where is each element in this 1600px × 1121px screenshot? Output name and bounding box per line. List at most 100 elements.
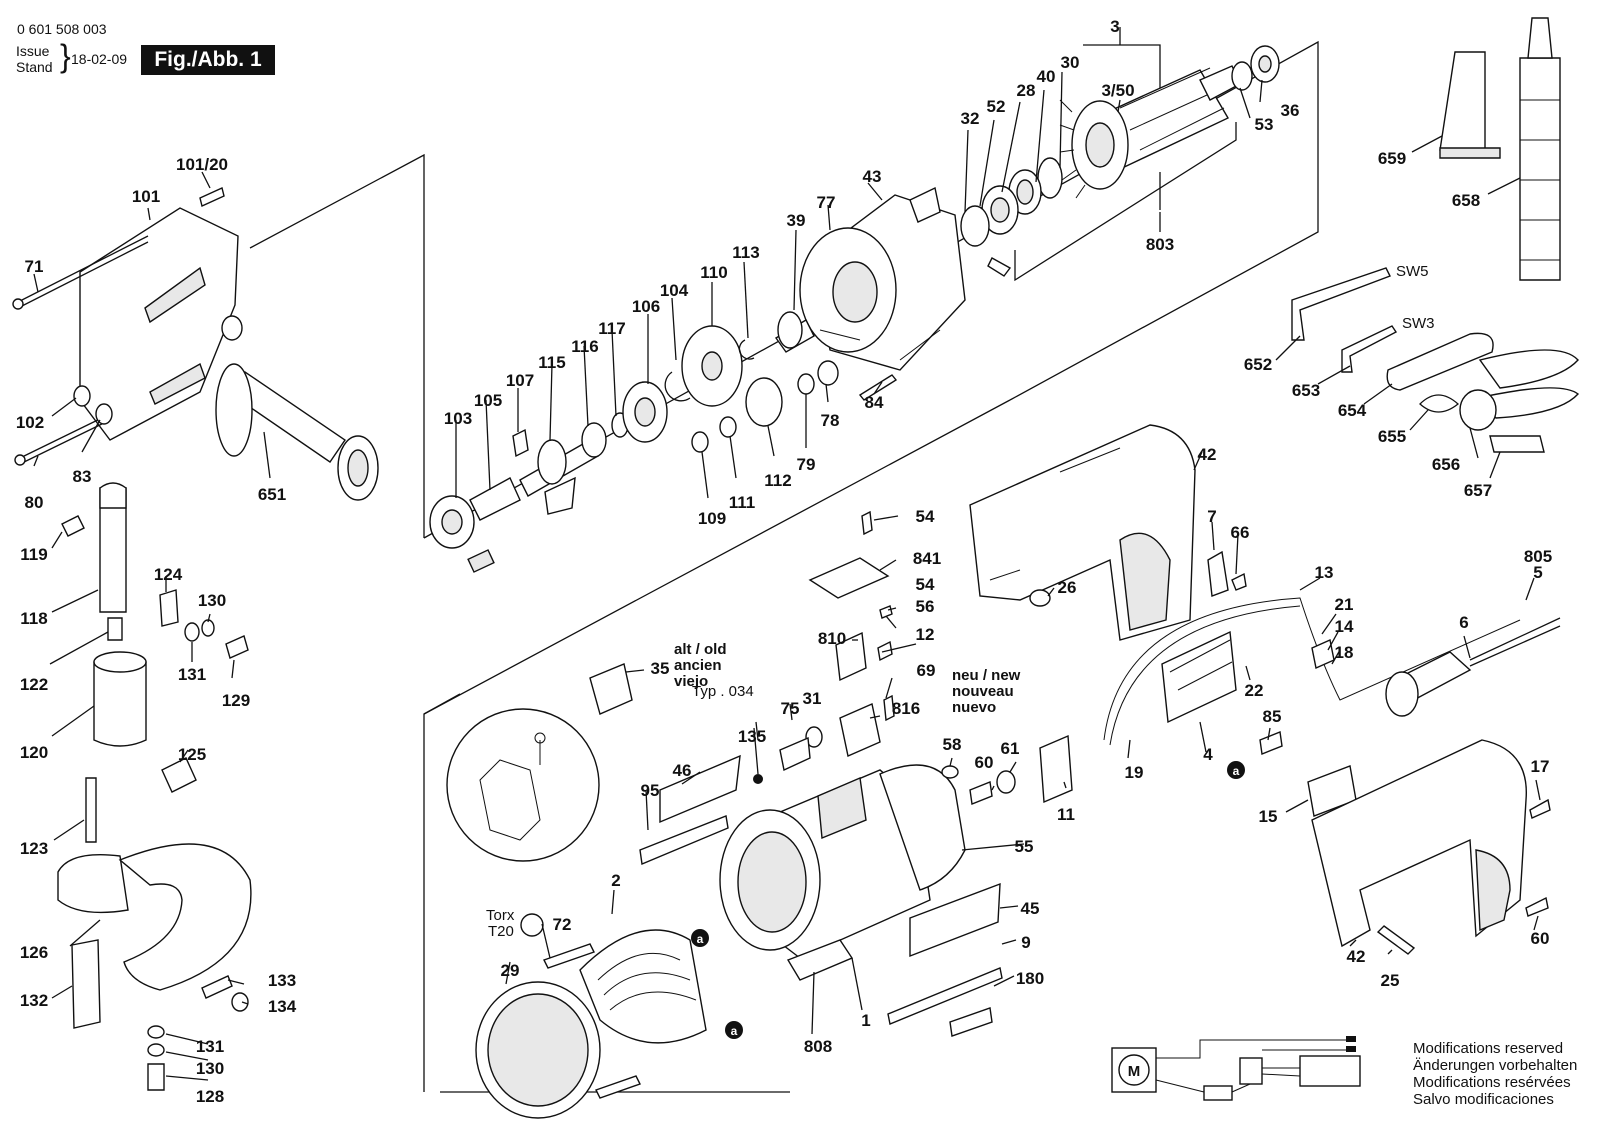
part-label: 125 — [178, 745, 206, 764]
modifications-line: Änderungen vorbehalten — [1413, 1057, 1578, 1074]
stand-label: Stand — [16, 59, 53, 75]
issue-date: 18-02-09 — [71, 51, 128, 67]
part-label: 22 — [1245, 681, 1264, 700]
part-label: 122 — [20, 675, 48, 694]
part-label: 816 — [892, 699, 920, 718]
part-label: 106 — [632, 297, 660, 316]
part-label: 105 — [474, 391, 502, 410]
nuevo-note: nuevo — [952, 699, 996, 716]
part-label: 31 — [803, 689, 822, 708]
part-label: 654 — [1338, 401, 1367, 420]
torx-note: Torx — [486, 907, 515, 924]
part-label: 841 — [913, 549, 941, 568]
sw5-note: SW5 — [1396, 263, 1429, 280]
part-label: 810 — [818, 629, 846, 648]
part-label: 101 — [132, 187, 160, 206]
part-label: 18 — [1335, 643, 1354, 662]
part-label: 133 — [268, 971, 296, 990]
modifications-line: Modifications reserved — [1413, 1040, 1564, 1057]
part-label: 131 — [178, 665, 206, 684]
part-label: 7 — [1207, 507, 1216, 526]
part-label: 40 — [1037, 67, 1056, 86]
document-number: 0 601 508 003 — [17, 21, 107, 37]
part-label: 55 — [1015, 837, 1034, 856]
part-label: 54 — [916, 575, 935, 594]
part-label: 652 — [1244, 355, 1272, 374]
part-label: 102 — [16, 413, 44, 432]
part-label: 129 — [222, 691, 250, 710]
detail-circle — [446, 708, 600, 862]
part-label: 15 — [1259, 807, 1278, 826]
part-label: 13 — [1315, 563, 1334, 582]
part-label: 110 — [700, 263, 727, 282]
part-label: 119 — [20, 545, 47, 564]
part-label: 58 — [943, 735, 962, 754]
part-label: 116 — [571, 337, 598, 356]
part-label: 66 — [1231, 523, 1250, 542]
part-label: 77 — [817, 193, 836, 212]
part-label: 9 — [1021, 933, 1030, 952]
part-label: 29 — [501, 961, 520, 980]
part-label: 12 — [916, 625, 935, 644]
part-label: 3/50 — [1101, 81, 1134, 100]
gear-train — [429, 311, 898, 573]
part-label: 103 — [444, 409, 472, 428]
marker-a: a — [697, 932, 704, 946]
label-plates — [887, 882, 1003, 1037]
part-label: 32 — [961, 109, 980, 128]
part-label: 104 — [660, 281, 689, 300]
part-label: 56 — [916, 597, 935, 616]
motor-symbol: M — [1128, 1063, 1141, 1080]
part-label: 130 — [196, 1059, 224, 1078]
part-label: 3 — [1110, 17, 1119, 36]
part-label: 54 — [916, 507, 935, 526]
part-label: 25 — [1381, 971, 1400, 990]
part-label: 130 — [198, 591, 226, 610]
nouveau-note: nouveau — [952, 683, 1014, 700]
part-label: 803 — [1146, 235, 1174, 254]
part-label: 651 — [258, 485, 286, 504]
part-label: 658 — [1452, 191, 1480, 210]
part-label: 45 — [1021, 899, 1040, 918]
neu-new-note: neu / new — [952, 667, 1021, 684]
part-label: 79 — [797, 455, 816, 474]
part-label: 656 — [1432, 455, 1460, 474]
part-label: 78 — [821, 411, 840, 430]
part-label: 1 — [861, 1011, 870, 1030]
field-and-ring — [475, 761, 1245, 1119]
part-label: 95 — [641, 781, 660, 800]
modifications-line: Modifications resérvées — [1413, 1074, 1571, 1091]
issue-brace: } — [60, 38, 71, 74]
part-label: 36 — [1281, 101, 1300, 120]
type-note: Typ . 034 — [692, 683, 754, 700]
marker-a: a — [1233, 764, 1240, 778]
part-label: 17 — [1531, 757, 1550, 776]
part-label: 28 — [1017, 81, 1036, 100]
part-label: 2 — [611, 871, 620, 890]
part-label: 115 — [538, 353, 565, 372]
part-label: 111 — [729, 493, 756, 512]
part-label: 112 — [764, 471, 791, 490]
brush-assembly — [589, 510, 895, 865]
part-label: 30 — [1061, 53, 1080, 72]
part-label: 655 — [1378, 427, 1406, 446]
part-label: 808 — [804, 1037, 832, 1056]
part-label: 657 — [1464, 481, 1492, 500]
part-label: 21 — [1335, 595, 1354, 614]
sw3-note: SW3 — [1402, 315, 1435, 332]
part-label: 75 — [781, 699, 800, 718]
wiring-schematic — [1111, 1036, 1361, 1101]
gear-housing — [799, 186, 966, 371]
part-label: 69 — [917, 661, 936, 680]
part-label: 134 — [268, 997, 297, 1016]
part-label: 35 — [651, 659, 670, 678]
motor-housing — [719, 764, 1016, 981]
modifications-line: Salvo modificaciones — [1413, 1091, 1554, 1108]
part-label: 71 — [25, 257, 44, 276]
part-label: 39 — [787, 211, 806, 230]
part-label: 42 — [1347, 947, 1366, 966]
part-label: 113 — [732, 243, 759, 262]
alt-old-note: alt / old — [674, 641, 727, 658]
part-label: 131 — [196, 1037, 224, 1056]
part-labels: 3 3/50 36 53 30 40 28 52 32 803 43 77 39… — [16, 17, 1552, 1106]
